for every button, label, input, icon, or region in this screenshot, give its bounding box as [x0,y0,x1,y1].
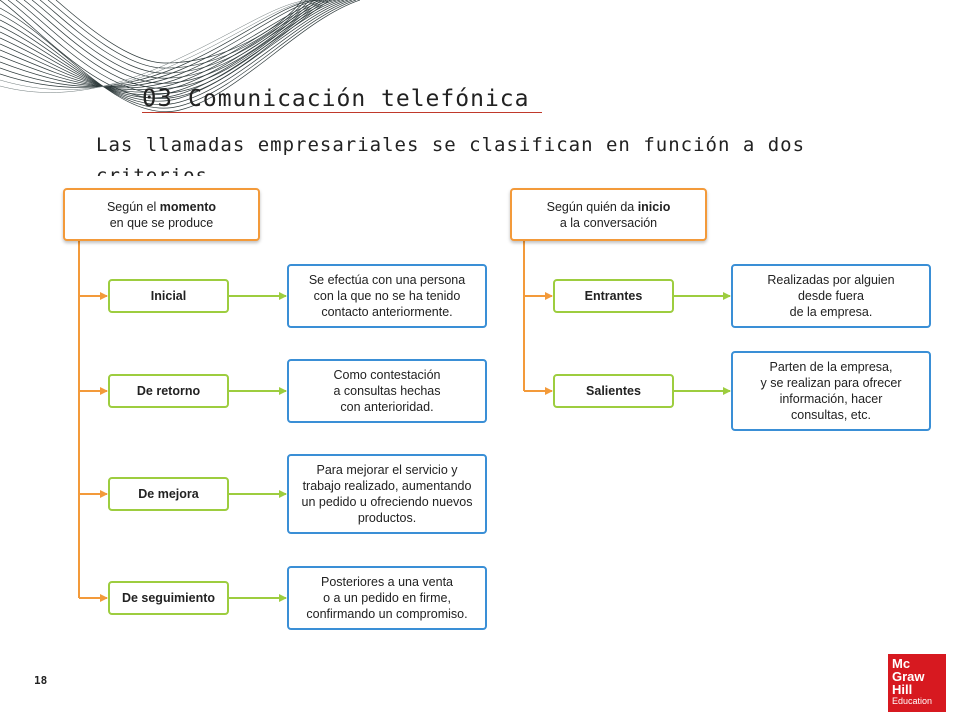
right-criterion-prefix: Según quién da [546,199,638,214]
description-box-de-seguimiento: Posteriores a una venta o a un pedido en… [287,566,487,630]
logo-line: Education [892,696,933,706]
left-criterion-prefix: Según el [106,199,160,214]
description-box-inicial: Se efectúa con una persona con la que no… [287,264,487,328]
chapter-number: 03 [142,84,173,112]
description-box-de-mejora: Para mejorar el servicio y trabajo reali… [287,454,487,534]
category-box-de-retorno: De retorno [108,374,229,408]
left-criterion-suffix: en que se produce [109,215,214,230]
left-criterion-box: Según el momento en que se produce [63,188,260,241]
category-box-salientes: Salientes [553,374,674,408]
left-criterion-keyword: momento [159,199,217,214]
logo-line: Graw [892,669,925,684]
publisher-logo: Mc Graw Hill Education [888,654,946,712]
decorative-wave-graphic [0,0,360,113]
logo-line: Mc [892,656,911,671]
logo-line: Hill [892,682,913,697]
category-box-entrantes: Entrantes [553,279,674,313]
title-underline [142,112,542,113]
intro-text: Las llamadas empresariales se clasifican… [96,134,806,176]
description-box-de-retorno: Como contestación a consultas hechas con… [287,359,487,423]
right-criterion-keyword: inicio [637,199,671,214]
category-box-de-seguimiento: De seguimiento [108,581,229,615]
description-box-salientes: Parten de la empresa, y se realizan para… [731,351,931,431]
right-criterion-box: Según quién da inicio a la conversación [510,188,707,241]
category-box-de-mejora: De mejora [108,477,229,511]
category-box-inicial: Inicial [108,279,229,313]
page-number: 18 [34,674,48,687]
description-box-entrantes: Realizadas por alguien desde fuera de la… [731,264,931,328]
chapter-title: Comunicación telefónica [188,86,530,112]
right-criterion-suffix: a la conversación [559,215,658,230]
